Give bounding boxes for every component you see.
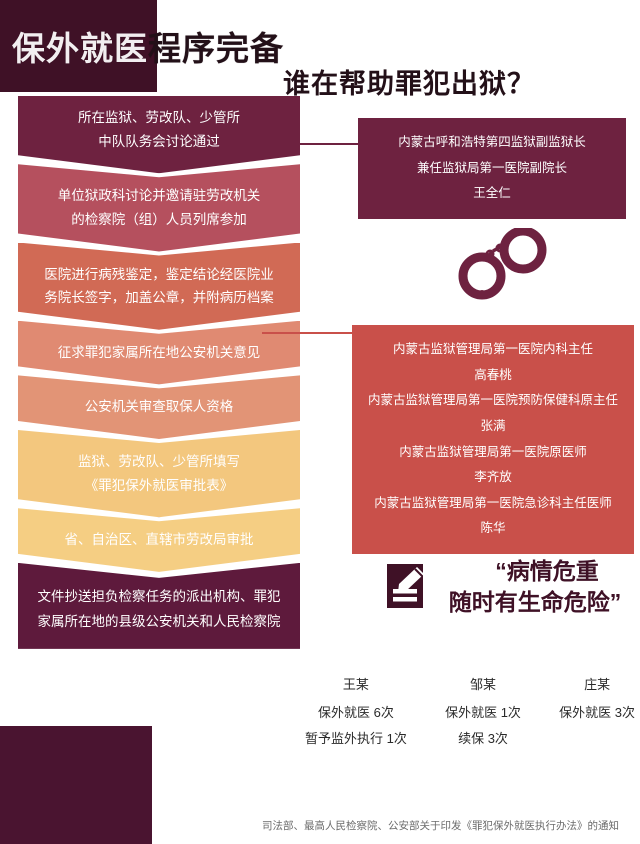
flow-step-line: 省、自治区、直辖市劳改局审批 xyxy=(64,532,254,548)
flow-step-line: 所在监狱、劳改队、少管所 xyxy=(78,110,240,125)
flow-step-7: 省、自治区、直辖市劳改局审批 xyxy=(18,508,300,572)
flow-step-line: 文件抄送担负检察任务的派出机构、罪犯 xyxy=(37,588,281,604)
official-panel-line: 兼任监狱局第一医院副院长 xyxy=(416,160,567,175)
stat-row: 保外就医 1次 xyxy=(445,704,521,720)
case-statistics: 王某保外就医 6次暂予监外执行 1次邹某保外就医 1次续保 3次庄某保外就医 3… xyxy=(305,672,635,753)
official-panel-2: 内蒙古监狱管理局第一医院内科主任高春桃内蒙古监狱管理局第一医院预防保健科原主任张… xyxy=(352,325,634,554)
bottom-background-block xyxy=(0,726,152,844)
panel-connector-line-1 xyxy=(268,143,360,145)
stat-person-name: 庄某 xyxy=(584,677,611,692)
official-panel-line: 陈华 xyxy=(480,521,506,536)
flow-step-6: 监狱、劳改队、少管所填写《罪犯保外就医审批表》 xyxy=(18,430,300,517)
flow-step-line: 监狱、劳改队、少管所填写 xyxy=(78,454,240,469)
stat-row: 保外就医 6次 xyxy=(318,704,394,720)
stat-person-name: 王某 xyxy=(342,677,369,692)
source-citation: 司法部、最高人民检察院、公安部关于印发《罪犯保外就医执行办法》的通知 xyxy=(262,820,619,832)
official-panel-line: 高春桃 xyxy=(474,367,512,382)
flow-step-line: 征求罪犯家属所在地公安机关意见 xyxy=(57,344,261,360)
official-panel-line: 内蒙古呼和浩特第四监狱副监狱长 xyxy=(398,135,586,149)
flow-step-line: 《罪犯保外就医审批表》 xyxy=(84,477,234,493)
flow-step-text: 所在监狱、劳改队、少管所中队队务会讨论通过 xyxy=(78,106,240,153)
title-background-block xyxy=(0,0,157,92)
quote-text: “病情危重 随时有生命危险” xyxy=(447,556,640,618)
flow-step-final-text: 文件抄送担负检察任务的派出机构、罪犯家属所在地的县级公安机关和人民检察院 xyxy=(32,585,286,635)
flow-step-line: 的检察院（组）人员列席参加 xyxy=(71,211,247,227)
handcuffs-icon xyxy=(455,226,547,305)
official-panel-line: 李齐放 xyxy=(474,470,512,485)
official-panel-line: 内蒙古监狱管理局第一医院内科主任 xyxy=(392,342,593,356)
stat-column-1: 王某保外就医 6次暂予监外执行 1次 xyxy=(305,672,407,753)
flow-step-line: 家属所在地的县级公安机关和人民检察院 xyxy=(37,613,281,629)
flow-step-final: 文件抄送担负检察任务的派出机构、罪犯家属所在地的县级公安机关和人民检察院 xyxy=(18,562,300,649)
flow-step-line: 中队队务会讨论通过 xyxy=(98,133,220,149)
page-title-highlight: 保外就医 xyxy=(12,30,148,67)
document-sign-icon xyxy=(385,562,431,617)
official-panel-1: 内蒙古呼和浩特第四监狱副监狱长兼任监狱局第一医院副院长王全仁 xyxy=(358,118,626,219)
flow-step-line: 单位狱政科讨论并邀请驻劳改机关 xyxy=(57,188,261,204)
flow-step-line: 公安机关审查取保人资格 xyxy=(84,399,234,415)
page-subtitle: 谁在帮助罪犯出狱？ xyxy=(283,69,535,99)
stat-row: 保外就医 3次 xyxy=(559,704,635,720)
official-panel-line: 张满 xyxy=(480,418,506,433)
flow-step-text: 监狱、劳改队、少管所填写《罪犯保外就医审批表》 xyxy=(78,450,240,497)
page-title: 保外就医程序完备 xyxy=(12,22,284,70)
flow-step-1: 所在监狱、劳改队、少管所中队队务会讨论通过 xyxy=(18,96,300,173)
flow-step-2: 单位狱政科讨论并邀请驻劳改机关的检察院（组）人员列席参加 xyxy=(18,164,300,251)
flow-step-text: 医院进行病残鉴定，鉴定结论经医院业务院长签字，加盖公章，并附病历档案 xyxy=(44,263,274,310)
flow-step-text: 征求罪犯家属所在地公安机关意见 xyxy=(58,341,261,365)
flow-step-5: 公安机关审查取保人资格 xyxy=(18,375,300,439)
flow-step-line: 务院长签字，加盖公章，并附病历档案 xyxy=(44,290,274,306)
flow-step-text: 单位狱政科讨论并邀请驻劳改机关的检察院（组）人员列席参加 xyxy=(58,184,261,231)
official-panel-line: 内蒙古监狱管理局第一医院原医师 xyxy=(399,444,587,459)
official-panel-line: 内蒙古监狱管理局第一医院急诊科主任医师 xyxy=(374,495,612,510)
stat-person-name: 邹某 xyxy=(469,677,496,692)
stat-row: 续保 3次 xyxy=(458,731,508,747)
official-panel-line: 王全仁 xyxy=(473,186,511,201)
stat-column-3: 庄某保外就医 3次 xyxy=(559,672,635,753)
official-panel-line: 内蒙古监狱管理局第一医院预防保健科原主任 xyxy=(367,393,618,408)
quote-line-1: “病情危重 xyxy=(495,558,599,584)
flow-step-line: 医院进行病残鉴定，鉴定结论经医院业 xyxy=(44,266,274,282)
stat-row: 暂予监外执行 1次 xyxy=(305,731,407,747)
flow-step-text: 公安机关审查取保人资格 xyxy=(85,395,234,419)
quote-line-2: 随时有生命危险” xyxy=(448,589,622,616)
flow-step-4: 征求罪犯家属所在地公安机关意见 xyxy=(18,321,300,385)
flow-step-3: 医院进行病残鉴定，鉴定结论经医院业务院长签字，加盖公章，并附病历档案 xyxy=(18,243,300,330)
procedure-flowchart: 所在监狱、劳改队、少管所中队队务会讨论通过单位狱政科讨论并邀请驻劳改机关的检察院… xyxy=(18,96,300,649)
flow-step-text: 省、自治区、直辖市劳改局审批 xyxy=(65,528,254,552)
stat-column-2: 邹某保外就医 1次续保 3次 xyxy=(445,672,521,753)
panel-connector-line-2 xyxy=(262,332,354,334)
page-title-tail: 程序完备 xyxy=(148,30,284,67)
